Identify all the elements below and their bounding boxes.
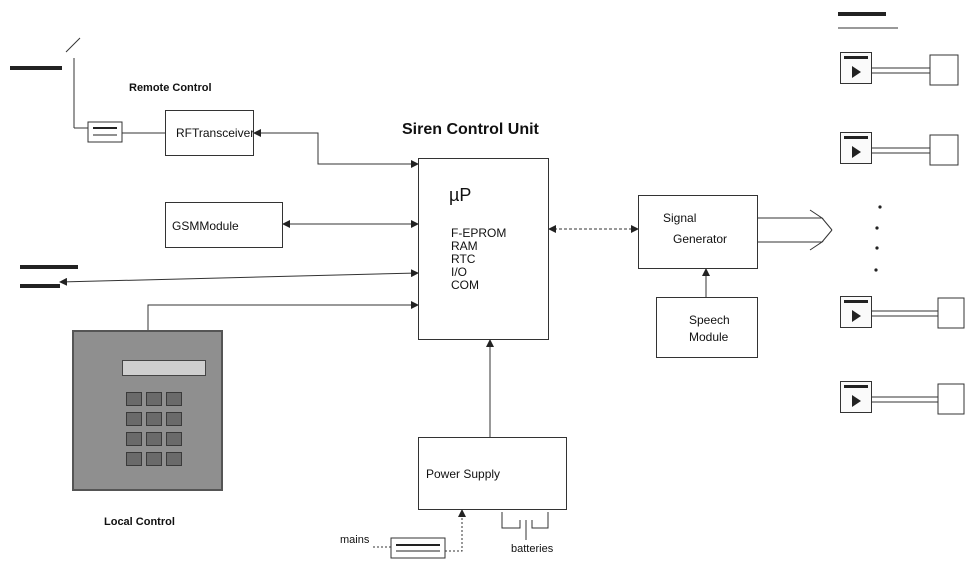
power-supply-label: Power Supply — [426, 467, 501, 481]
mains-connector-icon — [390, 537, 446, 559]
ellipsis-dots — [874, 205, 882, 272]
siren-speaker-icon — [840, 296, 872, 328]
power-supply-block: Power Supply — [418, 437, 567, 510]
batteries-icon — [501, 512, 521, 529]
microprocessor-block: µP F-EPROM RAM RTC I/O COM — [418, 158, 549, 340]
mains-label: mains — [340, 534, 370, 546]
feature-com: COM — [451, 278, 479, 292]
remote-control-label: Remote Control — [129, 82, 212, 94]
siren-speaker-icon — [840, 52, 872, 84]
rf-receiver-icon — [87, 121, 123, 143]
signal-generator-label-1: Signal — [663, 211, 697, 225]
feature-ram: RAM — [451, 239, 478, 253]
feature-rtc: RTC — [451, 252, 476, 266]
speech-module-label-1: Speech — [689, 313, 730, 327]
signal-generator-block: Signal Generator — [638, 195, 758, 269]
local-control-keypad-icon — [72, 330, 223, 491]
siren-speaker-icon — [840, 132, 872, 164]
feature-io: I/O — [451, 265, 468, 279]
siren-speaker-icon — [840, 381, 872, 413]
speech-module-block: Speech Module — [656, 297, 758, 358]
batteries-label: batteries — [511, 543, 554, 555]
rf-transceiver-block: RFTransceiver — [165, 110, 254, 156]
speech-module-label-2: Module — [689, 330, 729, 344]
speaker-wire-group — [872, 54, 965, 415]
microprocessor-label: µP — [449, 185, 472, 205]
feature-flash-eprom: F-EPROM — [451, 226, 507, 240]
local-control-label: Local Control — [104, 516, 175, 528]
diagram-title: Siren Control Unit — [402, 121, 539, 138]
gsm-module-label: GSMModule — [172, 219, 239, 233]
signal-generator-label-2: Generator — [673, 232, 728, 246]
microprocessor-features: F-EPROM RAM RTC I/O COM — [451, 227, 506, 292]
gsm-module-block: GSMModule — [165, 202, 283, 248]
rf-transceiver-label: RFTransceiver — [176, 126, 255, 140]
